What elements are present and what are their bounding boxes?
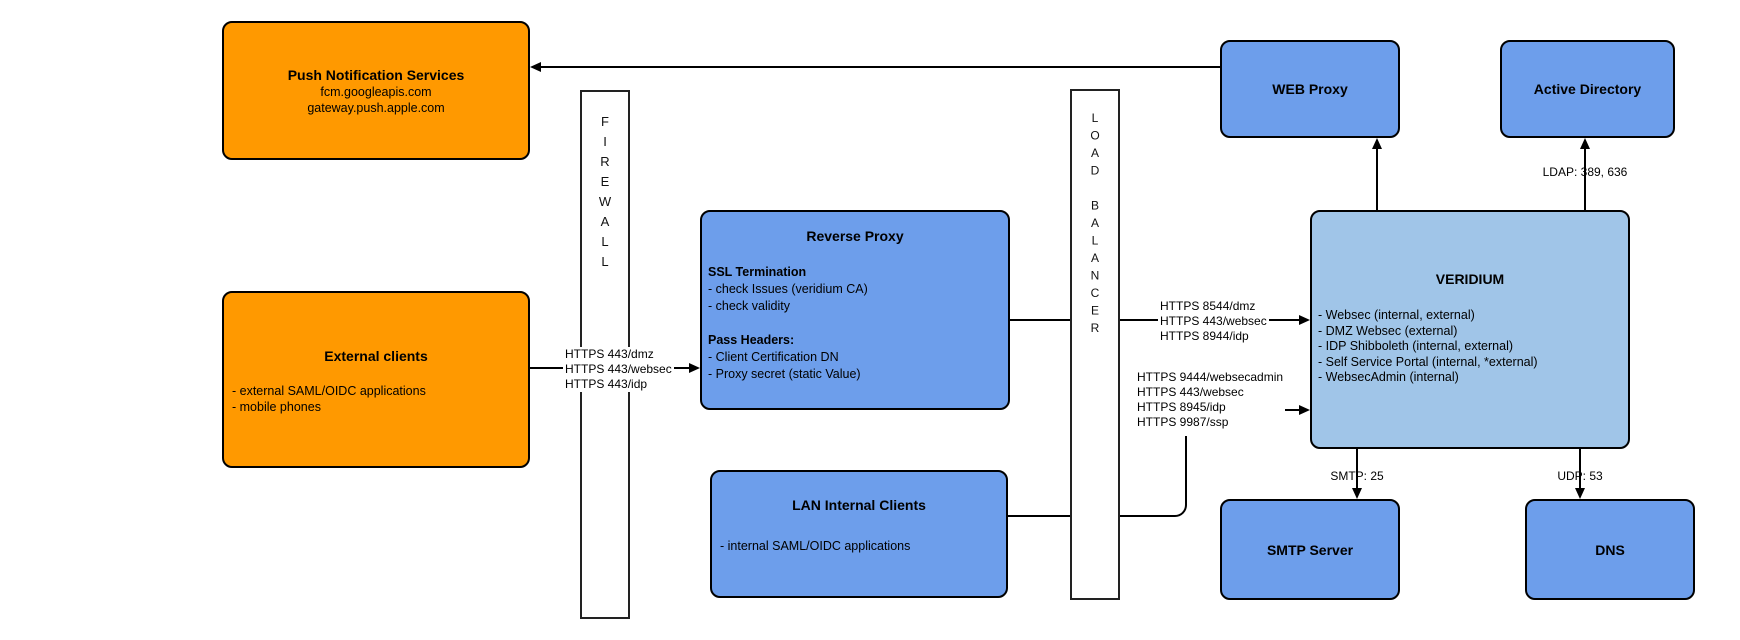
edge-port-label: HTTPS 443/websec xyxy=(1137,385,1244,399)
connector-veridium-to-dns xyxy=(1579,449,1581,488)
node-title: SMTP Server xyxy=(1266,541,1354,558)
node-lan-internal-clients: LAN Internal Clients - internal SAML/OID… xyxy=(710,470,1008,598)
node-dns: DNS xyxy=(1525,499,1695,600)
edge-port-label: HTTPS 443/websec xyxy=(565,362,672,376)
node-web-proxy: WEB Proxy xyxy=(1220,40,1400,138)
arrowhead-left-icon xyxy=(530,62,541,72)
edge-port-label: HTTPS 8544/dmz xyxy=(1160,299,1256,313)
node-external-clients: External clients - external SAML/OIDC ap… xyxy=(222,291,530,468)
node-title: VERIDIUM xyxy=(1435,271,1505,287)
edge-port-label: HTTPS 443/dmz xyxy=(565,347,654,361)
reverse-proxy-item: - Proxy secret (static Value) xyxy=(708,367,861,381)
node-title: WEB Proxy xyxy=(1272,81,1348,97)
node-smtp-server: SMTP Server xyxy=(1220,499,1400,600)
node-title: Push Notification Services xyxy=(287,66,465,83)
reverse-proxy-item: - Client Certification DN xyxy=(708,350,839,364)
edge-port-label: HTTPS 8945/idp xyxy=(1137,400,1226,414)
load-balancer-label: LOAD BALANCER xyxy=(1088,111,1102,339)
reverse-proxy-item: - check Issues (veridium CA) xyxy=(708,282,868,296)
veridium-service-item: - IDP Shibboleth (internal, external) xyxy=(1318,339,1514,353)
edge-port-label: HTTPS 443/websec xyxy=(1160,314,1267,328)
firewall-label: FIREWALL xyxy=(597,114,613,274)
external-clients-item: - external SAML/OIDC applications xyxy=(232,384,426,398)
veridium-service-item: - WebsecAdmin (internal) xyxy=(1318,370,1459,384)
node-title: External clients xyxy=(324,348,428,364)
node-push-notification-services: Push Notification Services fcm.googleapi… xyxy=(222,21,530,160)
node-title: Reverse Proxy xyxy=(806,228,904,244)
connector-webproxy-to-push xyxy=(540,66,1220,68)
arrowhead-up-icon xyxy=(1372,138,1382,149)
edge-label-ldap: LDAP: 389, 636 xyxy=(1542,165,1628,179)
connector-veridium-to-activedirectory xyxy=(1584,149,1586,210)
edge-port-label: HTTPS 9444/websecadmin xyxy=(1137,370,1284,384)
arrowhead-up-icon xyxy=(1580,138,1590,149)
edge-port-label: HTTPS 443/idp xyxy=(565,377,648,391)
edge-port-label: HTTPS 8944/idp xyxy=(1160,329,1249,343)
veridium-service-item: - Websec (internal, external) xyxy=(1318,308,1475,322)
edge-labels-external-to-reverseproxy: HTTPS 443/dmz HTTPS 443/websec HTTPS 443… xyxy=(563,347,674,392)
edge-labels-reverseproxy-to-veridium: HTTPS 8544/dmz HTTPS 443/websec HTTPS 89… xyxy=(1158,299,1269,344)
node-active-directory: Active Directory xyxy=(1500,40,1675,138)
arrowhead-down-icon xyxy=(1352,488,1362,499)
node-reverse-proxy: Reverse Proxy SSL Termination - check Is… xyxy=(700,210,1010,410)
node-title: Active Directory xyxy=(1533,81,1642,97)
edge-label-smtp: SMTP: 25 xyxy=(1330,469,1384,483)
load-balancer-box: LOAD BALANCER xyxy=(1070,89,1120,600)
node-veridium: VERIDIUM - Websec (internal, external) -… xyxy=(1310,210,1630,449)
arrowhead-right-icon xyxy=(689,363,700,373)
veridium-service-item: - Self Service Portal (internal, *extern… xyxy=(1318,354,1538,369)
connector-veridium-to-smtp xyxy=(1356,449,1358,488)
node-title: DNS xyxy=(1595,541,1625,558)
edge-labels-lan-to-veridium: HTTPS 9444/websecadmin HTTPS 443/websec … xyxy=(1135,370,1286,430)
connector-veridium-to-webproxy xyxy=(1376,149,1378,210)
reverse-proxy-section-heading: SSL Termination xyxy=(708,265,807,279)
blank-line xyxy=(708,315,868,332)
node-title: LAN Internal Clients xyxy=(792,497,926,513)
reverse-proxy-item: - check validity xyxy=(708,299,790,313)
push-service-host: gateway.push.apple.com xyxy=(307,100,445,115)
edge-label-udp: UDP: 53 xyxy=(1557,469,1603,483)
push-service-host: fcm.googleapis.com xyxy=(320,84,432,99)
connector-reverseproxy-to-veridium xyxy=(1010,319,1300,321)
edge-port-label: HTTPS 9987/ssp xyxy=(1137,415,1229,429)
lan-clients-item: - internal SAML/OIDC applications xyxy=(720,539,911,553)
reverse-proxy-section-heading: Pass Headers: xyxy=(708,333,795,347)
veridium-service-item: - DMZ Websec (external) xyxy=(1318,323,1458,338)
external-clients-item: - mobile phones xyxy=(232,400,321,414)
arrowhead-right-icon xyxy=(1299,405,1310,415)
arrowhead-down-icon xyxy=(1575,488,1585,499)
arrowhead-right-icon xyxy=(1299,315,1310,325)
